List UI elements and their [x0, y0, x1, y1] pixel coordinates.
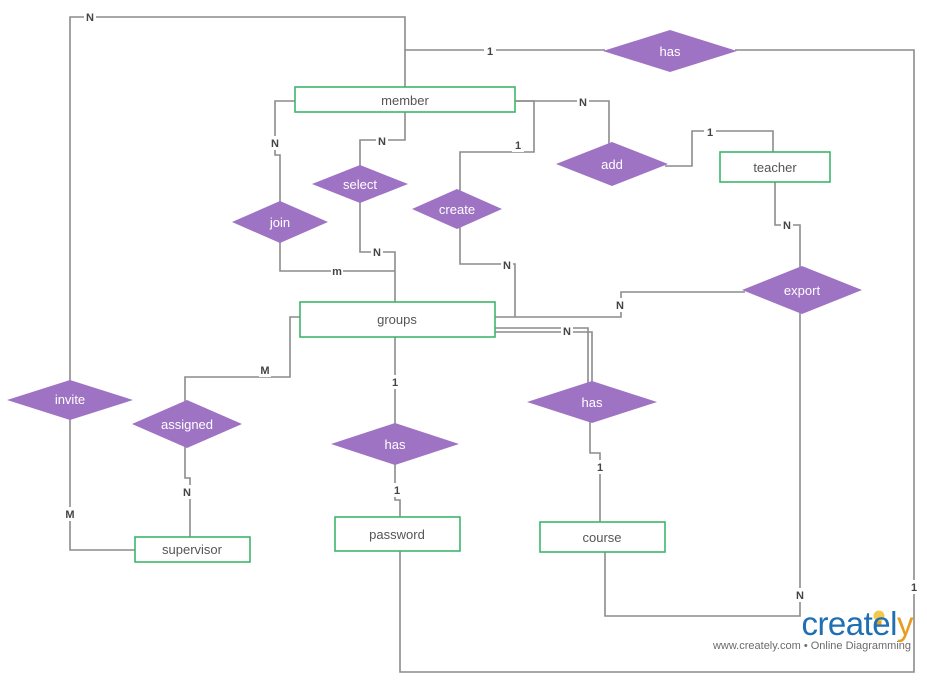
relationship-label: create	[439, 202, 475, 217]
line-add-teacher	[665, 130, 774, 167]
entity-member[interactable]	[294, 86, 516, 113]
creately-logo[interactable]: creately	[693, 604, 913, 644]
cardinality-label: N	[783, 220, 791, 232]
entity-label: password	[369, 527, 425, 542]
branding-tagline[interactable]: www.creately.com • Online Diagramming	[712, 640, 911, 652]
relationship-label: select	[343, 177, 377, 192]
logo-text-accent: y	[897, 605, 914, 642]
entity-password[interactable]	[334, 516, 461, 552]
relationship-invite[interactable]	[7, 380, 133, 420]
cardinality-label: N	[563, 326, 571, 338]
line-assigned-supervisor	[184, 446, 191, 537]
entity-label: teacher	[753, 160, 797, 175]
entity-label: course	[582, 530, 621, 545]
cardinality-label: 1	[707, 127, 713, 139]
relationship-label: add	[601, 157, 623, 172]
line-groups-has-course-2	[495, 331, 593, 384]
cardinality-label: N	[271, 138, 279, 150]
relationship-has-password[interactable]	[331, 423, 459, 465]
relationship-label: has	[582, 395, 603, 410]
cardinality-label: 1	[487, 46, 493, 58]
cardinality-label: N	[796, 590, 804, 602]
relationship-label: assigned	[161, 417, 213, 432]
cardinality-label: 1	[911, 582, 917, 594]
relationship-assigned[interactable]	[132, 400, 242, 448]
cardinality-label: 1	[394, 485, 400, 497]
entity-label: supervisor	[162, 542, 223, 557]
line-member-add	[515, 100, 610, 150]
line-join-groups	[279, 240, 395, 272]
relationship-create[interactable]	[412, 189, 502, 229]
line-groups-assigned	[184, 316, 300, 402]
relationship-label: invite	[55, 392, 85, 407]
relationship-join[interactable]	[232, 201, 328, 243]
logo-text: createl	[801, 605, 897, 642]
relationship-export[interactable]	[742, 266, 862, 314]
cardinality-label: M	[260, 365, 269, 377]
entity-course[interactable]	[539, 521, 666, 553]
relationship-label: has	[660, 44, 681, 59]
entity-label: groups	[377, 312, 417, 327]
relationship-label: join	[269, 215, 290, 230]
line-has-top-right	[399, 49, 915, 673]
line-has-course-course	[589, 420, 601, 522]
line-member-has-top	[404, 49, 605, 87]
entity-label: member	[381, 93, 429, 108]
cardinality-label: 1	[597, 462, 603, 474]
creately-branding: creately www.creately.com • Online Diagr…	[693, 604, 914, 652]
relationship-has-top[interactable]	[603, 30, 737, 72]
lightbulb-icon	[873, 610, 885, 625]
cardinality-label: N	[579, 97, 587, 109]
line-export-course	[604, 312, 801, 617]
relationship-label: has	[385, 437, 406, 452]
line-has-password-password	[394, 463, 401, 517]
cardinality-label: 1	[515, 140, 521, 152]
line-invite-supervisor	[69, 415, 135, 551]
cardinality-label: N	[503, 260, 511, 272]
cardinality-label: 1	[392, 377, 398, 389]
line-member-join	[274, 100, 295, 203]
line-member-create	[459, 100, 535, 195]
line-invite-member	[69, 16, 406, 385]
entity-teacher[interactable]	[719, 151, 831, 183]
entity-groups[interactable]	[299, 301, 496, 338]
relationship-add[interactable]	[556, 142, 668, 186]
entity-supervisor[interactable]	[134, 536, 251, 563]
line-groups-has-course	[495, 327, 589, 384]
relationship-label: export	[784, 283, 821, 298]
cardinality-label: N	[373, 247, 381, 259]
cardinality-label: m	[332, 266, 342, 278]
line-create-groups	[459, 225, 516, 317]
relationship-select[interactable]	[312, 165, 408, 203]
cardinality-label: N	[616, 300, 624, 312]
relationship-has-course[interactable]	[527, 381, 657, 423]
cardinality-label: M	[65, 509, 74, 521]
cardinality-label: N	[86, 12, 94, 24]
cardinality-label: N	[183, 487, 191, 499]
cardinality-label: N	[378, 136, 386, 148]
